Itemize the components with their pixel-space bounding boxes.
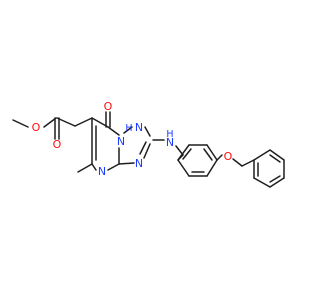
bond-c5-methyl (77, 163, 93, 173)
structure-diagram: O O O N N H N N H N O (12, 100, 285, 188)
bond-b1 (177, 144, 190, 161)
atom-n-amine: N (166, 136, 174, 149)
bond-o-ch2 (232, 158, 243, 167)
bond-o-carbonylC (43, 117, 57, 128)
bond-n4-c5 (91, 163, 97, 171)
bonds (12, 111, 285, 188)
bond-c2-n3-inner (139, 141, 147, 155)
atom-o-ketone: O (104, 100, 113, 113)
bond-b1-inner (182, 148, 192, 160)
bond-b6 (177, 159, 190, 177)
atom-n-triazole: N (135, 157, 143, 170)
bond-ring-o (216, 154, 223, 161)
bond-b3-inner (203, 148, 213, 161)
bond-b3 (206, 144, 218, 161)
bond-p4 (269, 177, 285, 188)
atom-n-pyrimidine: N (98, 165, 106, 178)
bond-p4-inner (269, 175, 281, 183)
bond-c3a-n4 (107, 163, 120, 171)
bond-p5 (253, 177, 271, 188)
bond-carbonylC-ch2 (56, 117, 76, 127)
bond-ch2-c6 (74, 117, 93, 127)
atom-o-ester-ether: O (32, 121, 41, 134)
bond-nh-ch2 (175, 145, 184, 156)
bond-b4 (206, 159, 218, 177)
bond-p2 (269, 149, 285, 161)
molecule-svg: O O O N N H N N H N O (12, 100, 285, 188)
bond-p1 (253, 149, 271, 161)
bond-p2-inner (269, 154, 281, 163)
atom-h-nh: H (125, 123, 132, 134)
bond-c7-n8 (107, 126, 120, 136)
bond-methyl-o (12, 119, 29, 128)
bond-n8-n1 (123, 126, 133, 134)
bond-c2-n3 (143, 143, 151, 159)
bond-n1-c2 (144, 126, 151, 137)
atom-labels: O O O N N H N N H N O (32, 100, 233, 178)
atom-o-ester-carbonyl: O (53, 138, 62, 151)
atom-o-benzyl-ether: O (224, 150, 233, 163)
bond-ch2-phenyl (241, 159, 255, 167)
atom-n-nh: N (135, 121, 143, 134)
atom-n-bridge: N (117, 135, 125, 148)
atom-h-amine: H (166, 129, 173, 140)
bond-n3-c3a (118, 162, 135, 165)
